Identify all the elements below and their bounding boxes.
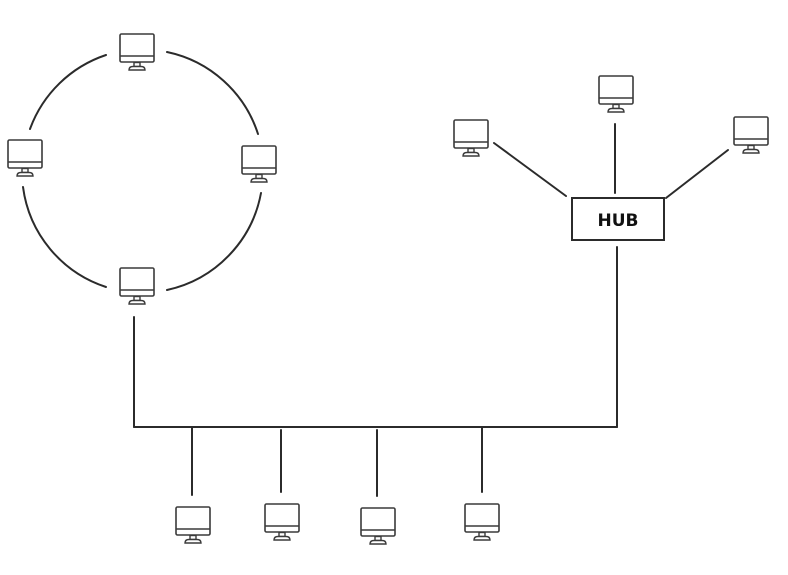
hub-node: HUB xyxy=(571,197,665,241)
ring-computer-left-icon xyxy=(7,139,43,177)
star-computer-top-icon xyxy=(598,75,634,113)
ring-computer-top-icon xyxy=(119,33,155,71)
star-segment: HUB xyxy=(453,75,769,241)
ring-link-left-top xyxy=(29,54,107,130)
star-link-right xyxy=(665,149,729,199)
star-computer-right-icon xyxy=(733,116,769,154)
bus-segment xyxy=(133,246,618,545)
bus-computer-2-icon xyxy=(264,503,300,541)
ring-link-bottom-left xyxy=(22,186,107,288)
star-link-left xyxy=(493,142,567,197)
ring-segment xyxy=(7,33,277,305)
ring-link-right-bottom xyxy=(166,192,262,291)
star-computer-left-icon xyxy=(453,119,489,157)
bus-computer-4-icon xyxy=(464,503,500,541)
bus-computer-1-icon xyxy=(175,506,211,544)
ring-link-top-right xyxy=(166,51,259,135)
bus-computer-3-icon xyxy=(360,507,396,545)
ring-computer-right-icon xyxy=(241,145,277,183)
hub-box xyxy=(571,197,665,241)
hub-label: HUB xyxy=(598,211,639,231)
ring-computer-bottom-icon xyxy=(119,267,155,305)
